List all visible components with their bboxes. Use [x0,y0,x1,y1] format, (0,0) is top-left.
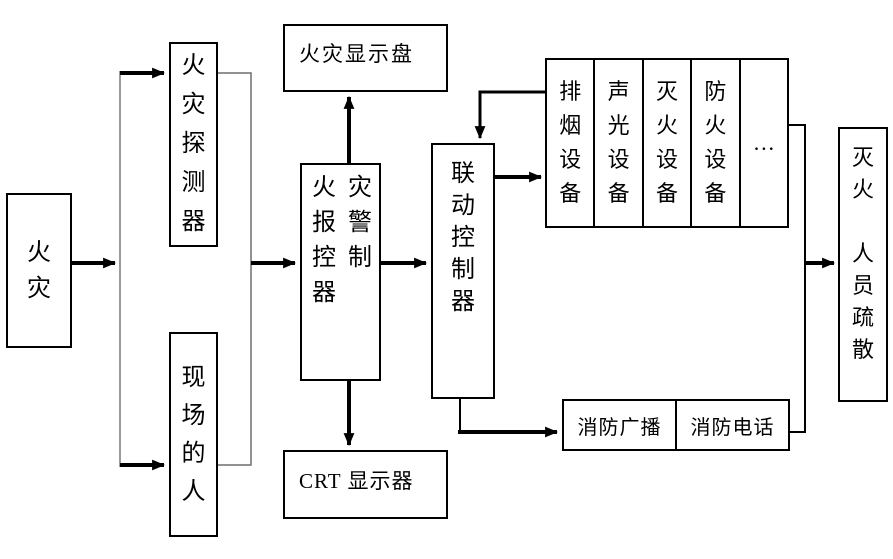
merge-line [218,72,252,466]
equipment-cell-smoke-exhaust: 排 烟 设 备 [547,60,596,226]
equipment-cell-fire-extinguishing: 灭 火 设 备 [644,60,693,226]
equipment-output-bus [789,124,806,433]
equipment-cell-smoke-exhaust-label: 排 烟 设 备 [559,79,582,206]
equipment-cell-sound-light: 声 光 设 备 [595,60,644,226]
box-fire: 火 灾 [6,193,72,348]
equipment-cell-more-label: … [752,130,775,155]
box-fire-display-panel-label: 火灾显示盘 [299,42,414,66]
box-fire-telephone-label: 消防电话 [690,416,775,439]
box-fire-detector: 火 灾 探 测 器 [169,42,218,247]
box-fire-alarm-controller: 火 灾 报 警 控 制 器 [300,163,381,381]
box-fire-telephone: 消防电话 [677,401,788,449]
box-fire-broadcast-label: 消防广播 [577,416,662,439]
box-onsite-people: 现 场 的 人 [169,332,218,537]
box-fire-broadcast: 消防广播 [564,401,677,449]
box-fire-label: 火 灾 [27,239,51,302]
equipment-cell-fire-extinguishing-label: 灭 火 设 备 [656,79,679,206]
broadcast-telephone-row: 消防广播 消防电话 [562,399,790,451]
equipment-cell-more: … [741,60,787,226]
equipment-cell-fire-prevention: 防 火 设 备 [692,60,741,226]
box-crt-display: CRT 显示器 [283,450,448,519]
box-outcome-label: 灭 火 人 员 疏 散 [851,145,874,362]
box-fire-detector-label: 火 灾 探 测 器 [181,53,206,235]
box-fire-display-panel: 火灾显示盘 [283,24,448,92]
equipment-feedback-arrow [474,90,545,140]
box-linkage-controller: 联 动 控 制 器 [431,143,495,399]
box-fire-alarm-controller-label: 火 灾 报 警 控 制 器 [312,175,372,306]
box-outcome-extinguish-evacuate: 灭 火 人 员 疏 散 [838,127,888,402]
box-crt-display-label: CRT 显示器 [299,469,414,493]
box-onsite-people-label: 现 场 的 人 [181,364,206,505]
box-linkage-controller-label: 联 动 控 制 器 [451,161,475,315]
equipment-row: 排 烟 设 备 声 光 设 备 灭 火 设 备 防 火 设 备 … [545,58,789,228]
equipment-cell-fire-prevention-label: 防 火 设 备 [704,79,727,206]
equipment-cell-sound-light-label: 声 光 设 备 [607,79,630,206]
